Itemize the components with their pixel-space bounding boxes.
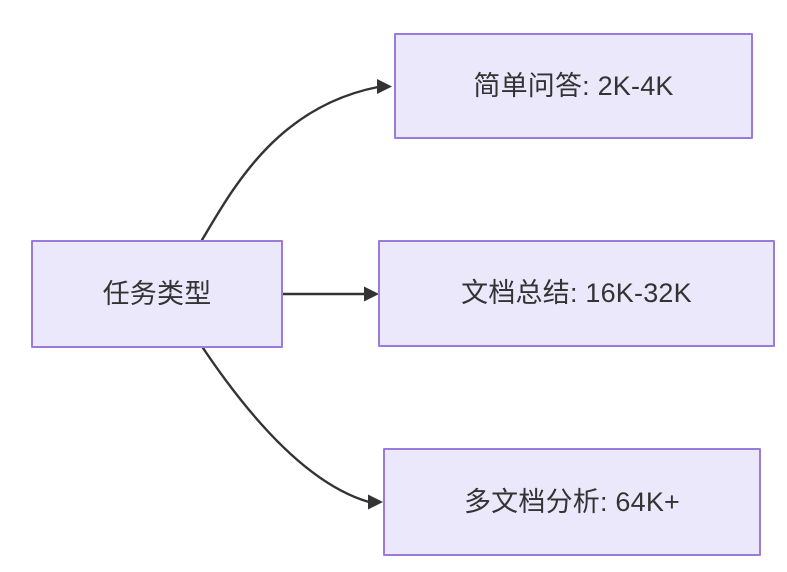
arrowhead-icon: [364, 286, 379, 302]
node-multi-doc[interactable]: 多文档分析: 64K+: [383, 448, 761, 556]
node-doc-summary-label: 文档总结: 16K-32K: [461, 278, 692, 309]
edge-task-to-multi-doc: [201, 346, 383, 510]
node-task-type[interactable]: 任务类型: [31, 240, 283, 348]
node-simple-qa-label: 简单问答: 2K-4K: [473, 70, 674, 101]
arrowhead-icon: [368, 494, 383, 510]
arrowhead-icon: [377, 79, 392, 94]
node-simple-qa[interactable]: 简单问答: 2K-4K: [394, 33, 753, 139]
node-doc-summary[interactable]: 文档总结: 16K-32K: [378, 240, 775, 347]
edge-task-to-simple-qa: [200, 79, 392, 242]
node-multi-doc-label: 多文档分析: 64K+: [463, 486, 680, 517]
node-task-type-label: 任务类型: [102, 278, 212, 309]
edge-task-to-doc-summary: [281, 286, 379, 302]
